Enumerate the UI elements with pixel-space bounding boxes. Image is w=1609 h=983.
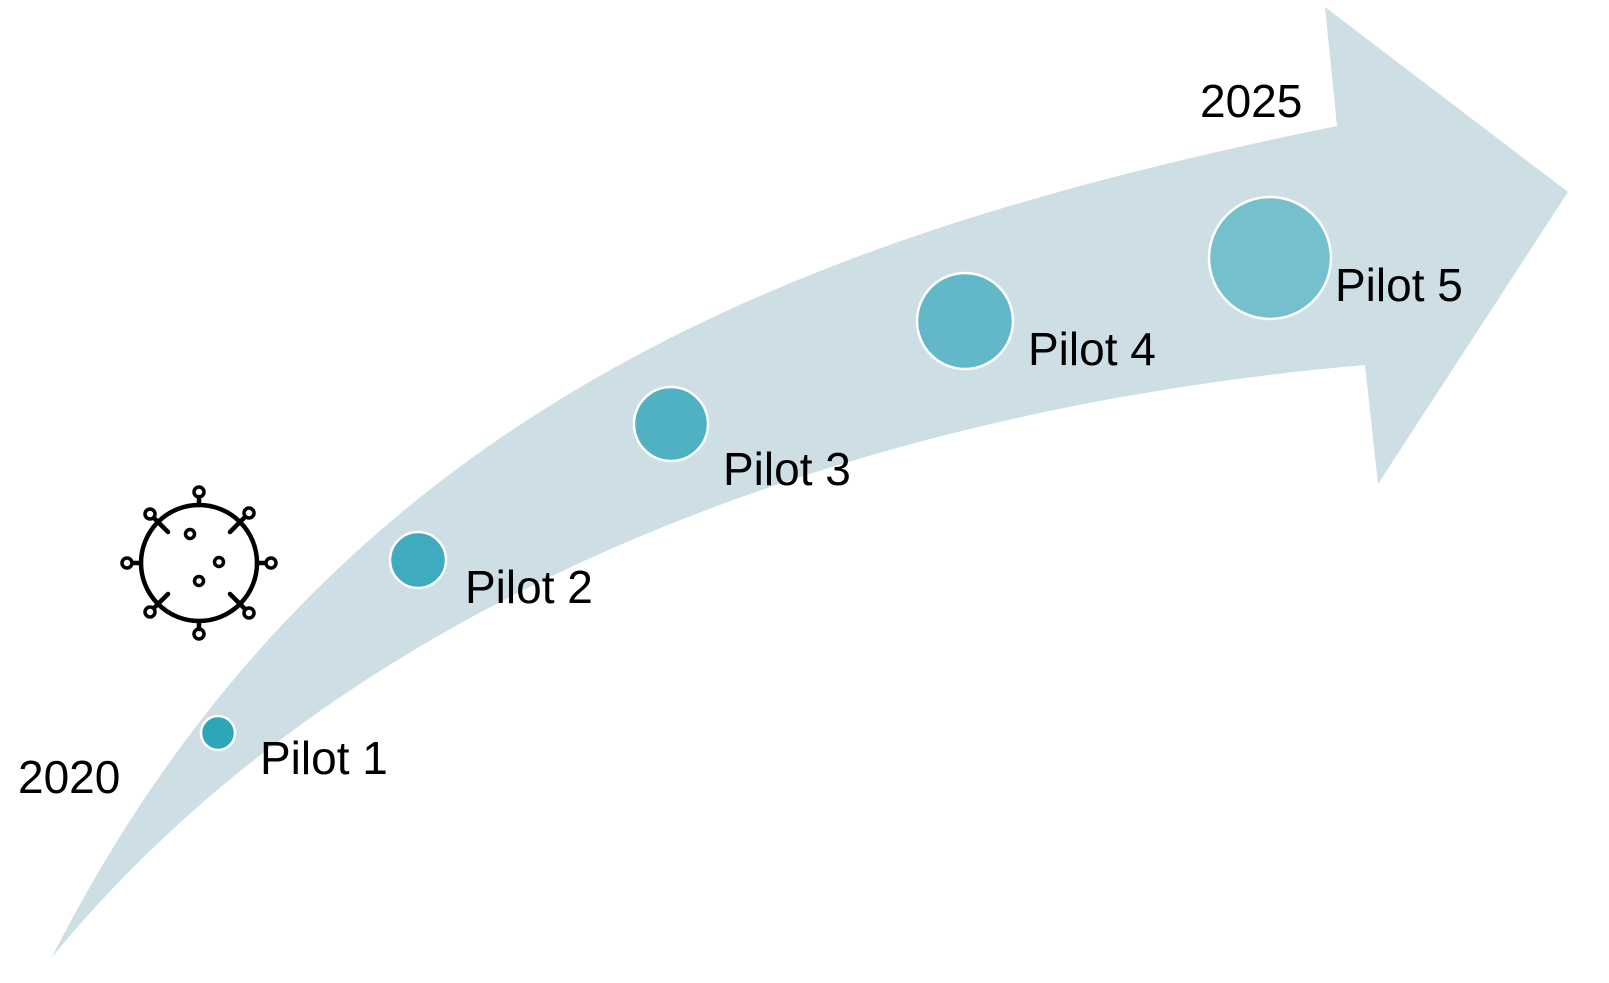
milestone-label: Pilot 1 xyxy=(260,732,388,784)
milestone-pilot-4: Pilot 4 xyxy=(915,271,1156,375)
milestone-marker xyxy=(632,385,710,463)
start-year-label: 2020 xyxy=(18,751,120,803)
timeline-arrow xyxy=(52,7,1568,957)
virus-icon xyxy=(120,485,278,641)
milestone-marker xyxy=(388,530,448,590)
milestone-pilot-5: Pilot 5 xyxy=(1207,195,1463,321)
milestone-marker xyxy=(1207,195,1333,321)
end-year-label: 2025 xyxy=(1200,75,1302,127)
milestone-label: Pilot 5 xyxy=(1335,259,1463,311)
milestone-label: Pilot 4 xyxy=(1028,323,1156,375)
milestone-marker xyxy=(199,714,237,752)
milestone-label: Pilot 3 xyxy=(723,443,851,495)
milestone-pilot-3: Pilot 3 xyxy=(632,385,851,495)
milestone-marker xyxy=(915,271,1015,371)
milestone-pilot-2: Pilot 2 xyxy=(388,530,593,613)
milestone-pilot-1: Pilot 1 xyxy=(199,714,388,784)
milestone-label: Pilot 2 xyxy=(465,561,593,613)
